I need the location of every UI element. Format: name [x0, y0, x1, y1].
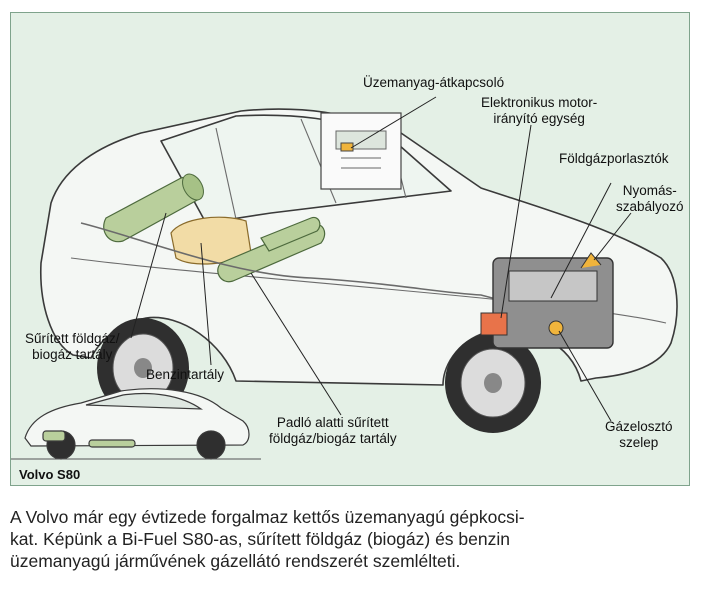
label-gas-valve: Gázelosztó szelep	[605, 419, 673, 451]
label-underfloor-tank: Padló alatti sűrített földgáz/biogáz tar…	[269, 415, 397, 447]
label-underfloor-tank-line1: Padló alatti sűrített	[276, 415, 389, 430]
label-gas-valve-line1: Gázelosztó	[605, 419, 673, 434]
gas-supply-line	[80, 222, 512, 304]
label-ecu-line1: Elektronikus motor-	[481, 95, 598, 110]
label-injectors: Földgázporlasztók	[559, 151, 669, 166]
caption-line2: kat. Képünk a Bi-Fuel S80-as, sűrített f…	[10, 529, 510, 549]
car-illustration	[11, 96, 678, 460]
figure-caption: A Volvo már egy évtizede forgalmaz kettő…	[10, 506, 692, 572]
front-wheel	[445, 333, 541, 433]
label-ecu-line2: irányító egység	[493, 111, 585, 126]
label-cng-tank-line1: Sűrített földgáz/	[25, 331, 120, 346]
underfloor-gas-tank	[217, 216, 326, 283]
caption-line3: üzemanyagú járművének gázellátó rendszer…	[10, 551, 461, 571]
label-pressure-regulator-line1: Nyomás-	[622, 183, 677, 198]
rear-gas-tank	[103, 173, 204, 243]
side-view-car	[24, 388, 250, 460]
label-cng-tank: Sűrített földgáz/ biogáz tartály	[25, 331, 120, 363]
diagram-figure: Üzemanyag-átkapcsoló Elektronikus motor-…	[10, 12, 690, 486]
label-pressure-regulator: Nyomás- szabályozó	[616, 183, 684, 215]
model-name: Volvo S80	[19, 467, 81, 482]
label-petrol-tank: Benzintartály	[146, 367, 225, 382]
leader-lines	[130, 96, 632, 422]
label-fuel-switch: Üzemanyag-átkapcsoló	[363, 75, 505, 90]
label-pressure-regulator-line2: szabályozó	[616, 199, 684, 214]
label-ecu: Elektronikus motor- irányító egység	[481, 95, 597, 127]
label-cng-tank-line2: biogáz tartály	[32, 347, 113, 362]
label-underfloor-tank-line2: földgáz/biogáz tartály	[269, 431, 397, 446]
label-gas-valve-line2: szelep	[619, 435, 659, 450]
caption-line1: A Volvo már egy évtizede forgalmaz kettő…	[10, 507, 525, 527]
fuel-switch-inset	[320, 112, 402, 190]
engine	[480, 252, 614, 349]
